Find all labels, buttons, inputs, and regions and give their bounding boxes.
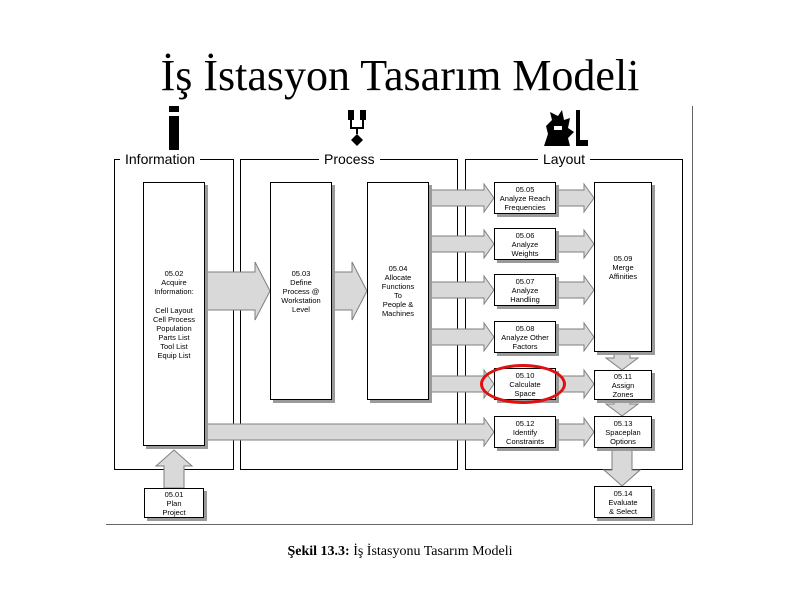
node-0502-detail: Cell Layout Cell Process Population Part… [152, 305, 196, 360]
node-0502: 05.02 Acquire Information: Cell Layout C… [143, 182, 205, 446]
node-0505: 05.05 Analyze Reach Frequencies [494, 182, 556, 214]
figure-caption: Şekil 13.3: İş İstasyonu Tasarım Modeli [0, 544, 800, 560]
node-0501-label: 05.01 Plan Project [162, 489, 186, 517]
arrow-0513-0514 [602, 447, 642, 487]
arrow-0501-0502 [154, 449, 194, 489]
arrow-0504-0508 [428, 321, 495, 353]
arrow-0502-0512 [203, 416, 495, 448]
node-0506: 05.06 Analyze Weights [494, 228, 556, 260]
node-0511-label: 05.11 Assign Zones [611, 371, 635, 399]
info-icon [169, 106, 179, 150]
node-0509: 05.09 Merge Affinities [594, 182, 652, 352]
node-0508: 05.08 Analyze Other Factors [494, 321, 556, 353]
node-0508-label: 05.08 Analyze Other Factors [501, 323, 549, 351]
arrow-0506-0509 [555, 228, 595, 260]
node-0502-label: 05.02 Acquire Information: [154, 268, 194, 296]
arrow-0504-0507 [428, 274, 495, 306]
highlight-circle [480, 364, 566, 404]
arrow-0503-0504 [330, 261, 368, 321]
process-flow-icon [348, 110, 366, 146]
node-0505-label: 05.05 Analyze Reach Frequencies [499, 184, 551, 212]
arrow-0512-0513 [555, 416, 595, 448]
node-0512-label: 05.12 Identify Constraints [506, 418, 544, 446]
process-section-label: Process [319, 151, 380, 167]
node-0513-label: 05.13 Spaceplan Options [605, 418, 641, 446]
node-0507: 05.07 Analyze Handling [494, 274, 556, 306]
node-0501: 05.01 Plan Project [144, 488, 204, 518]
arrow-0505-0509 [555, 182, 595, 214]
layout-icon [544, 110, 588, 146]
node-0506-label: 05.06 Analyze Weights [511, 230, 539, 258]
arrow-0509-0511 [604, 351, 640, 371]
node-0509-label: 05.09 Merge Affinities [608, 253, 638, 281]
caption-text: İş İstasyonu Tasarım Modeli [349, 544, 513, 559]
node-0513: 05.13 Spaceplan Options [594, 416, 652, 448]
arrow-0504-0506 [428, 228, 495, 260]
node-0511: 05.11 Assign Zones [594, 370, 652, 400]
node-0504: 05.04 Allocate Functions To People & Mac… [367, 182, 429, 400]
layout-section-label: Layout [538, 151, 591, 167]
caption-label: Şekil 13.3: [287, 544, 350, 559]
node-0504-label: 05.04 Allocate Functions To People & Mac… [381, 264, 415, 318]
arrow-0508-0509 [555, 321, 595, 353]
arrow-0511-0513 [604, 399, 640, 417]
node-0514: 05.14 Evaluate & Select [594, 486, 652, 518]
node-0503: 05.03 Define Process @ Workstation Level [270, 182, 332, 400]
slide-title: İş İstasyon Tasarım Modeli [160, 51, 640, 100]
arrow-0504-0505 [428, 182, 495, 214]
information-section-label: Information [120, 151, 201, 167]
figure-frame [106, 106, 693, 525]
node-0512: 05.12 Identify Constraints [494, 416, 556, 448]
arrow-0502-0503 [203, 261, 271, 321]
node-0507-label: 05.07 Analyze Handling [510, 276, 540, 304]
arrow-0507-0509 [555, 274, 595, 306]
node-0503-label: 05.03 Define Process @ Workstation Level [281, 268, 321, 314]
node-0514-label: 05.14 Evaluate & Select [608, 488, 638, 516]
